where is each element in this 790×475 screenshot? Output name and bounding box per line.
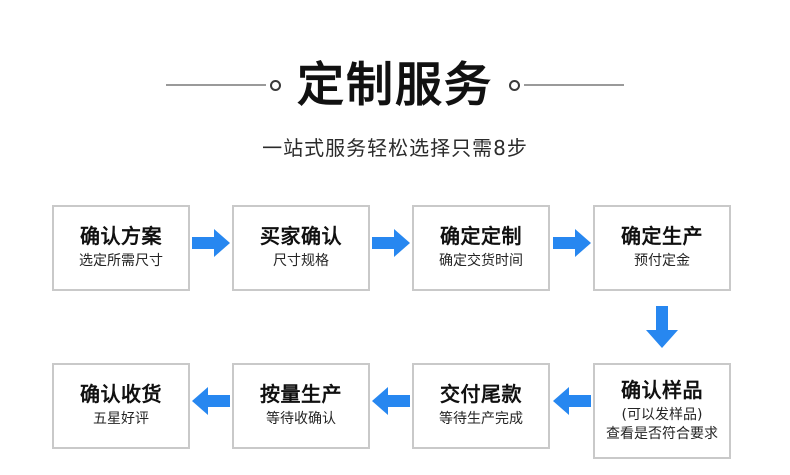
- flow-node-subtitle: (可以发样品): [621, 406, 703, 423]
- left-decoration: [166, 79, 281, 91]
- flow-node-title: 确认收货: [80, 382, 162, 407]
- flow-node-confirm-sample: 确认样品 (可以发样品) 查看是否符合要求: [593, 363, 731, 459]
- flow-node-final-payment: 交付尾款 等待生产完成: [412, 363, 550, 449]
- flow-node-confirm-production: 确定生产 预付定金: [593, 205, 731, 291]
- arrow-right-icon: [192, 228, 230, 258]
- arrow-left-icon: [553, 386, 591, 416]
- flow-node-title: 确认样品: [621, 377, 703, 402]
- decoration-circle-right: [509, 79, 520, 91]
- flow-node-buyer-confirm: 买家确认 尺寸规格: [232, 205, 370, 291]
- flow-node-subtitle: 五星好评: [93, 411, 149, 428]
- decoration-line-right: [524, 84, 624, 86]
- flow-node-title: 确定生产: [621, 224, 703, 249]
- flow-node-subtitle: 选定所需尺寸: [79, 253, 163, 270]
- flow-node-confirm-receipt: 确认收货 五星好评: [52, 363, 190, 449]
- flow-node-title: 按量生产: [260, 382, 342, 407]
- flow-node-confirm-plan: 确认方案 选定所需尺寸: [52, 205, 190, 291]
- flow-node-title: 交付尾款: [440, 382, 522, 407]
- flow-node-title: 确定定制: [440, 224, 522, 249]
- flow-node-subtitle: 等待收确认: [266, 411, 336, 428]
- page-header: 定制服务 一站式服务轻松选择只需8步: [0, 0, 790, 180]
- arrow-down-icon: [645, 306, 679, 348]
- flow-node-subtitle: 确定交货时间: [439, 253, 523, 270]
- title-row: 定制服务: [0, 55, 790, 115]
- flow-node-subtitle-secondary: 查看是否符合要求: [606, 425, 718, 442]
- flow-node-confirm-customization: 确定定制 确定交货时间: [412, 205, 550, 291]
- flow-node-title: 买家确认: [260, 224, 342, 249]
- right-decoration: [509, 79, 624, 91]
- decoration-circle-left: [270, 79, 281, 91]
- page-subtitle: 一站式服务轻松选择只需8步: [262, 136, 528, 160]
- flow-node-subtitle: 尺寸规格: [273, 253, 329, 270]
- arrow-right-icon: [553, 228, 591, 258]
- arrow-right-icon: [372, 228, 410, 258]
- flow-node-subtitle: 等待生产完成: [439, 411, 523, 428]
- page-title: 定制服务: [297, 57, 493, 113]
- flow-node-title: 确认方案: [80, 224, 162, 249]
- decoration-line-left: [166, 84, 266, 86]
- flow-node-subtitle: 预付定金: [634, 253, 690, 270]
- arrow-left-icon: [192, 386, 230, 416]
- flow-node-batch-production: 按量生产 等待收确认: [232, 363, 370, 449]
- arrow-left-icon: [372, 386, 410, 416]
